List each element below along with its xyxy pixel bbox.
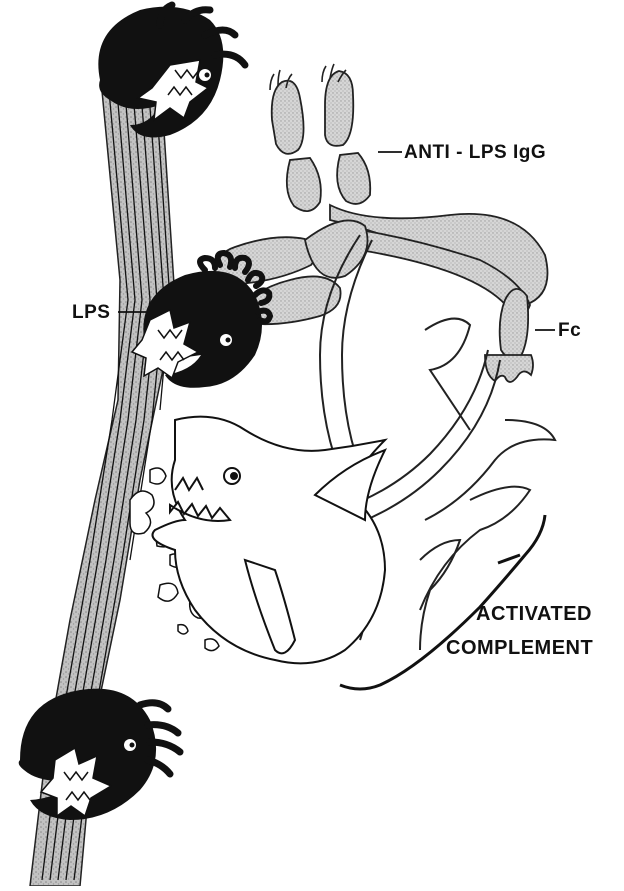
activated-complement-label-line1: ACTIVATED [476, 603, 592, 626]
lps-label: LPS [72, 302, 110, 324]
anti-lps-igg-antibodies [214, 71, 547, 382]
anti-lps-igg-label: ANTI - LPS IgG [404, 142, 546, 164]
lps-microbe-icon-bottom [19, 689, 180, 820]
fc-label: Fc [558, 320, 581, 342]
activated-complement-label-line2: COMPLEMENT [446, 637, 593, 660]
shark-icon [153, 417, 386, 664]
